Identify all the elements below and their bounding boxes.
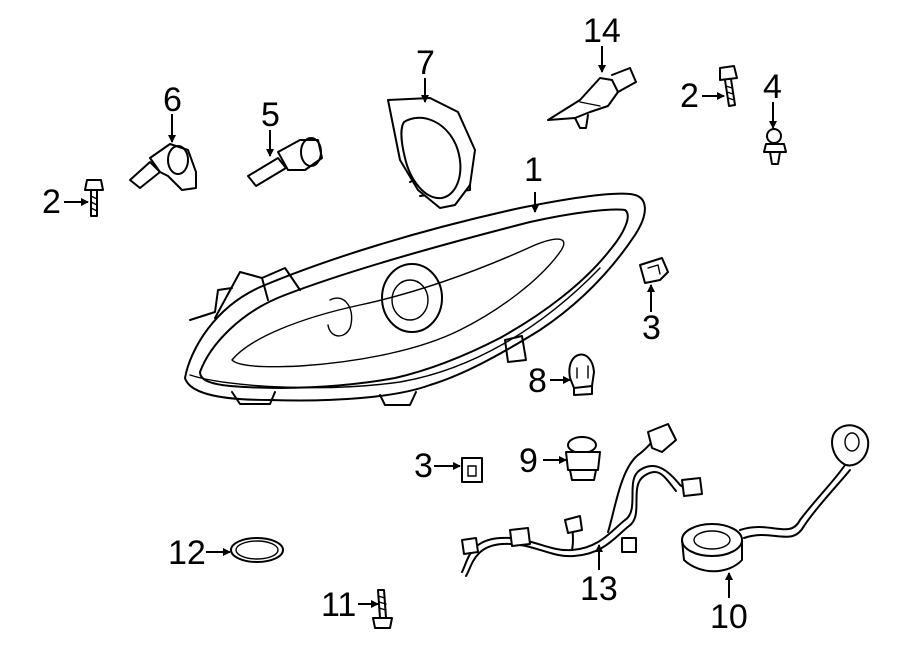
retaining-ring-part[interactable] bbox=[387, 97, 476, 209]
wiring-harness-part[interactable] bbox=[461, 423, 703, 577]
socket-harness-part-10[interactable] bbox=[681, 424, 870, 573]
callout-label-3-lower: 3 bbox=[414, 447, 433, 485]
callout-label-5: 5 bbox=[261, 96, 280, 134]
bolt-part-left[interactable] bbox=[84, 179, 104, 217]
bulb-part-8[interactable] bbox=[568, 353, 595, 396]
bulb-part-5[interactable] bbox=[247, 137, 323, 187]
clip-part-lower[interactable] bbox=[461, 457, 483, 483]
socket-part-9[interactable] bbox=[565, 436, 601, 481]
callout-label-3-upper: 3 bbox=[642, 309, 661, 347]
callout-label-10: 10 bbox=[710, 598, 748, 636]
clip-part-upper[interactable] bbox=[639, 257, 669, 284]
bracket-part[interactable] bbox=[547, 67, 637, 129]
callout-label-6: 6 bbox=[163, 81, 182, 119]
callout-arrows bbox=[64, 46, 777, 608]
callout-label-1: 1 bbox=[524, 151, 543, 189]
callout-label-2-right: 2 bbox=[680, 77, 699, 115]
callout-label-14: 14 bbox=[583, 12, 621, 50]
callout-label-13: 13 bbox=[580, 570, 618, 608]
bulb-part-6[interactable] bbox=[129, 143, 197, 191]
callout-label-9: 9 bbox=[519, 442, 538, 480]
callout-label-2-left: 2 bbox=[42, 183, 61, 221]
callout-label-4: 4 bbox=[763, 68, 782, 106]
gasket-part[interactable] bbox=[230, 537, 284, 563]
screw-part[interactable] bbox=[372, 589, 393, 629]
bolt-part-right[interactable] bbox=[719, 65, 738, 107]
callout-label-7: 7 bbox=[416, 44, 435, 82]
callout-label-12: 12 bbox=[168, 534, 206, 572]
callout-label-11: 11 bbox=[321, 586, 357, 624]
push-pin-part[interactable] bbox=[763, 128, 787, 165]
callout-label-8: 8 bbox=[528, 362, 547, 400]
